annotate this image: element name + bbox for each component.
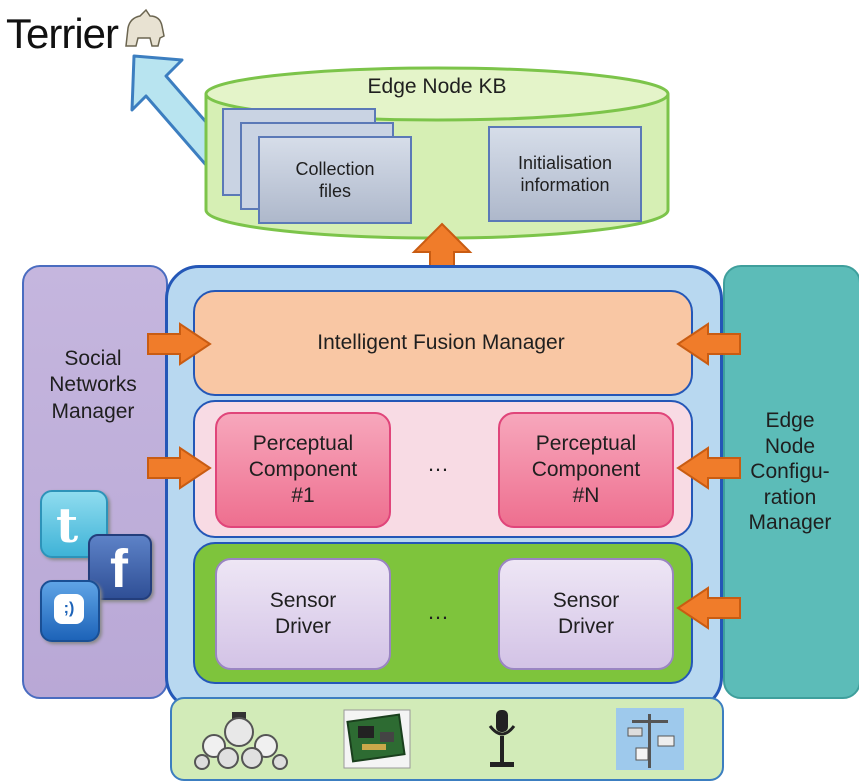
sensor-driver-last-label: Sensor Driver	[552, 588, 620, 638]
intelligent-fusion-manager-label: Intelligent Fusion Manager	[317, 331, 565, 354]
arrow-config-to-sensors	[676, 586, 741, 630]
initialisation-info-label: Initialisation information	[517, 152, 613, 196]
sensor-driver-last: Sensor Driver	[498, 558, 674, 670]
perceptual-component-last-label: Perceptual Component #N	[531, 431, 641, 508]
perceptual-component-first: Perceptual Component #1	[215, 412, 391, 528]
arrow-social-to-fusion	[147, 322, 212, 366]
kb-title: Edge Node KB	[367, 75, 507, 98]
perceptual-component-first-label: Perceptual Component #1	[248, 431, 358, 508]
intelligent-fusion-manager	[193, 290, 693, 396]
terrier-logo-text: Terrier	[6, 10, 119, 57]
social-networks-manager-label: Social Networks Manager	[49, 347, 137, 423]
arrow-config-to-fusion	[676, 322, 741, 366]
arrow-config-to-perceptual	[676, 446, 741, 490]
circuit-board-icon	[343, 709, 411, 769]
collection-files-doc: Collection files	[258, 136, 412, 224]
arrow-social-to-perceptual	[147, 446, 212, 490]
collection-files-label: Collection files	[295, 158, 375, 202]
sensor-driver-first-label: Sensor Driver	[269, 588, 337, 638]
microphone-icon	[488, 710, 516, 767]
camera-array-icon	[194, 712, 288, 770]
terrier-dog-icon	[125, 8, 165, 47]
edge-node-configuration-manager-label: Edge Node Configu- ration Manager	[748, 409, 832, 535]
initialisation-info-doc: Initialisation information	[488, 126, 642, 222]
speech-bubble-icon: ;)	[40, 580, 100, 642]
weather-station-icon	[616, 708, 684, 770]
terrier-logo: Terrier	[6, 10, 119, 58]
edge-node-configuration-manager	[723, 265, 859, 699]
perceptual-ellipsis: …	[427, 451, 449, 476]
perceptual-component-last: Perceptual Component #N	[498, 412, 674, 528]
sensor-ellipsis: …	[427, 599, 449, 624]
sensor-driver-first: Sensor Driver	[215, 558, 391, 670]
